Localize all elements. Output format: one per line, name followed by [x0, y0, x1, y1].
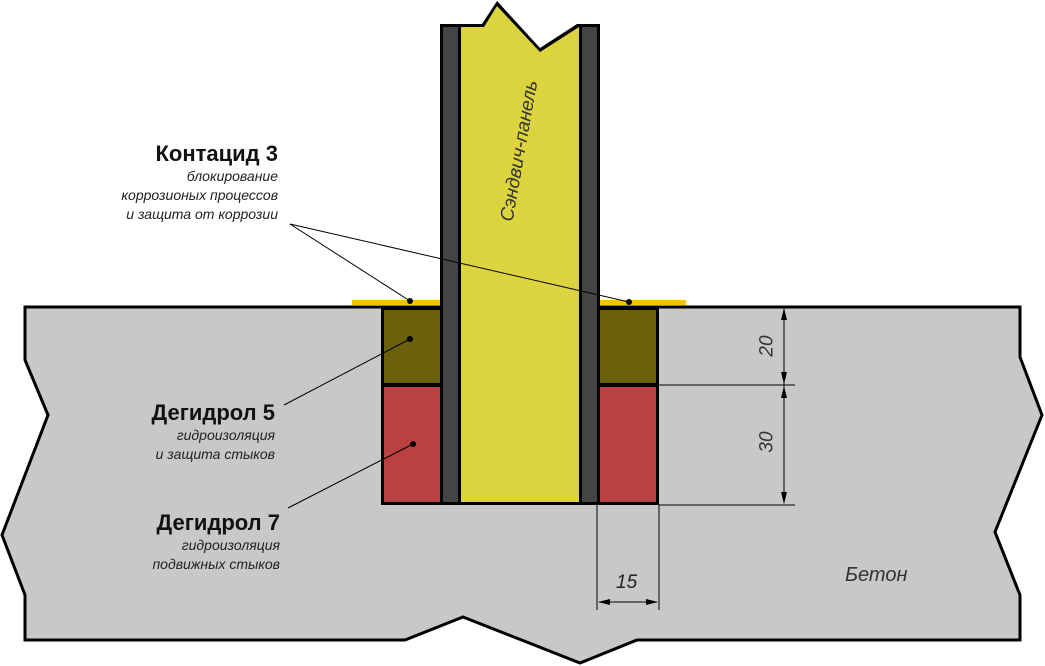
- kontacid-layer-left: [352, 300, 441, 305]
- dimension-20: 20: [756, 335, 778, 357]
- degidrol5-desc-2: и защита стыков: [155, 446, 275, 462]
- dimension-30: 30: [756, 431, 778, 453]
- dimension-15: 15: [616, 572, 638, 593]
- kontacid-title: Контацид 3: [155, 141, 278, 166]
- concrete-label: Бетон: [845, 564, 908, 586]
- degidrol7-desc-2: подвижных стыков: [152, 556, 280, 572]
- kontacid-label: Контацид 3 блокирование коррозионых проц…: [121, 141, 278, 224]
- kontacid-desc-1: блокирование: [186, 168, 278, 184]
- kontacid-layer-right: [599, 300, 686, 305]
- leader-dots: [407, 298, 787, 605]
- degidrol7-right: [599, 387, 656, 502]
- degidrol5-desc-1: гидроизоляция: [176, 427, 275, 443]
- degidrol5-right: [599, 310, 656, 383]
- degidrol5-label: Дегидрол 5 гидроизоляция и защита стыков: [152, 400, 275, 464]
- leader-lines: [283, 223, 795, 610]
- degidrol7-desc-1: гидроизоляция: [181, 537, 280, 553]
- panel-core: [461, 6, 579, 502]
- degidrol7-title: Дегидрол 7: [156, 510, 280, 535]
- panel-skin-right: [582, 27, 597, 502]
- degidrol7-label: Дегидрол 7 гидроизоляция подвижных стыко…: [152, 510, 280, 574]
- panel-skin-left: [443, 27, 458, 502]
- degidrol5-left: [384, 310, 441, 383]
- degidrol5-title: Дегидрол 5: [151, 400, 275, 425]
- kontacid-desc-2: коррозионых процессов: [121, 187, 278, 203]
- kontacid-desc-3: и защита от коррозии: [126, 206, 278, 222]
